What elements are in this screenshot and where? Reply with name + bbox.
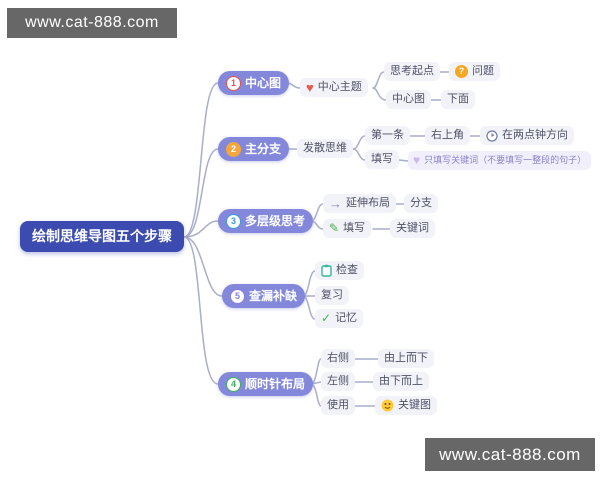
- node-two-oclock[interactable]: 在两点钟方向: [480, 126, 574, 145]
- node-top-right-corner[interactable]: 右上角: [425, 126, 470, 145]
- number-3-icon: 3: [226, 213, 241, 229]
- node-label: 第一条: [371, 129, 404, 141]
- number-2-icon: 2: [226, 141, 241, 157]
- node-review[interactable]: 复习: [315, 286, 349, 305]
- node-label: 在两点钟方向: [502, 129, 568, 141]
- node-memorize[interactable]: ✓ 记忆: [315, 309, 364, 328]
- node-label: 只填写关键词（不要填写一整段的句子）: [424, 155, 587, 165]
- node-fill-in-b3[interactable]: ✎ 填写: [323, 219, 372, 238]
- node-top-to-bottom[interactable]: 由上而下: [378, 349, 434, 368]
- node-label: 延伸布局: [346, 197, 390, 209]
- branch-2-label: 主分支: [245, 142, 282, 156]
- check-icon: ✓: [321, 311, 332, 325]
- clipboard-icon: [321, 264, 332, 277]
- watermark-bottom-right: www.cat-888.com: [425, 438, 595, 471]
- node-label: 问题: [472, 65, 494, 77]
- node-label: 下面: [447, 93, 469, 105]
- node-thinking-start[interactable]: 思考起点: [384, 62, 440, 81]
- watermark-top-left: www.cat-888.com: [7, 8, 177, 38]
- node-label: 中心主题: [317, 81, 362, 93]
- branch-4-node[interactable]: 4 顺时针布局: [218, 372, 314, 396]
- node-branches[interactable]: 分支: [404, 194, 438, 213]
- branch-1-label: 中心图: [245, 76, 282, 90]
- node-label: 关键图: [398, 399, 431, 411]
- root-node[interactable]: 绘制思维导图五个步骤: [20, 221, 184, 252]
- node-bottom-to-top[interactable]: 由下而上: [373, 372, 429, 391]
- branch-4-label: 顺时针布局: [245, 377, 306, 391]
- branch-3-label: 多层级思考: [245, 214, 306, 228]
- node-use[interactable]: 使用: [321, 396, 355, 415]
- clock-icon: [486, 129, 498, 142]
- node-label: 分支: [410, 197, 432, 209]
- branch-3-node[interactable]: 3 多层级思考: [218, 209, 314, 233]
- node-below[interactable]: 下面: [441, 90, 475, 109]
- node-label: 使用: [327, 399, 349, 411]
- number-5-icon: 5: [230, 288, 245, 304]
- question-icon: ?: [455, 65, 468, 78]
- node-label: 发散思维: [303, 142, 347, 154]
- node-label: 填写: [343, 222, 366, 234]
- purple-heart-icon: ♥: [413, 153, 421, 167]
- node-label: 记忆: [335, 312, 358, 324]
- number-1-icon: 1: [226, 75, 241, 91]
- node-keywords[interactable]: 关键词: [390, 219, 435, 238]
- node-central-image-child[interactable]: 中心图: [386, 90, 431, 109]
- node-label: 中心图: [392, 93, 425, 105]
- branch-5-label: 查漏补缺: [249, 289, 298, 303]
- node-fill-in-b2[interactable]: 填写: [365, 150, 399, 169]
- node-right-side[interactable]: 右侧: [321, 349, 355, 368]
- arrow-icon: →: [329, 196, 342, 211]
- node-label: 填写: [371, 153, 393, 165]
- branch-1-node[interactable]: 1 中心图: [218, 71, 290, 95]
- node-divergent-thinking[interactable]: 发散思维: [297, 139, 353, 158]
- number-4-icon: 4: [226, 376, 241, 392]
- node-label: 关键词: [396, 222, 429, 234]
- node-label: 由下而上: [379, 375, 423, 387]
- node-question[interactable]: ? 问题: [449, 62, 500, 81]
- smiley-icon: [381, 399, 394, 412]
- pencil-icon: ✎: [329, 221, 340, 235]
- heart-icon: ♥: [306, 80, 314, 95]
- node-label: 左侧: [327, 375, 349, 387]
- node-first-line[interactable]: 第一条: [365, 126, 410, 145]
- node-label: 思考起点: [390, 65, 434, 77]
- node-label: 检查: [336, 264, 358, 276]
- node-label: 右侧: [327, 352, 349, 364]
- node-label: 复习: [321, 289, 343, 301]
- branch-2-node[interactable]: 2 主分支: [218, 137, 290, 161]
- branch-5-node[interactable]: 5 查漏补缺: [222, 284, 306, 308]
- node-inspect[interactable]: 检查: [315, 261, 364, 280]
- node-keywords-only[interactable]: ♥ 只填写关键词（不要填写一整段的句子）: [408, 151, 592, 170]
- node-central-theme[interactable]: ♥ 中心主题: [300, 78, 368, 97]
- node-left-side[interactable]: 左侧: [321, 372, 355, 391]
- node-extend-layout[interactable]: → 延伸布局: [323, 194, 396, 213]
- node-key-image[interactable]: 关键图: [375, 396, 437, 415]
- node-label: 右上角: [431, 129, 464, 141]
- node-label: 由上而下: [384, 352, 428, 364]
